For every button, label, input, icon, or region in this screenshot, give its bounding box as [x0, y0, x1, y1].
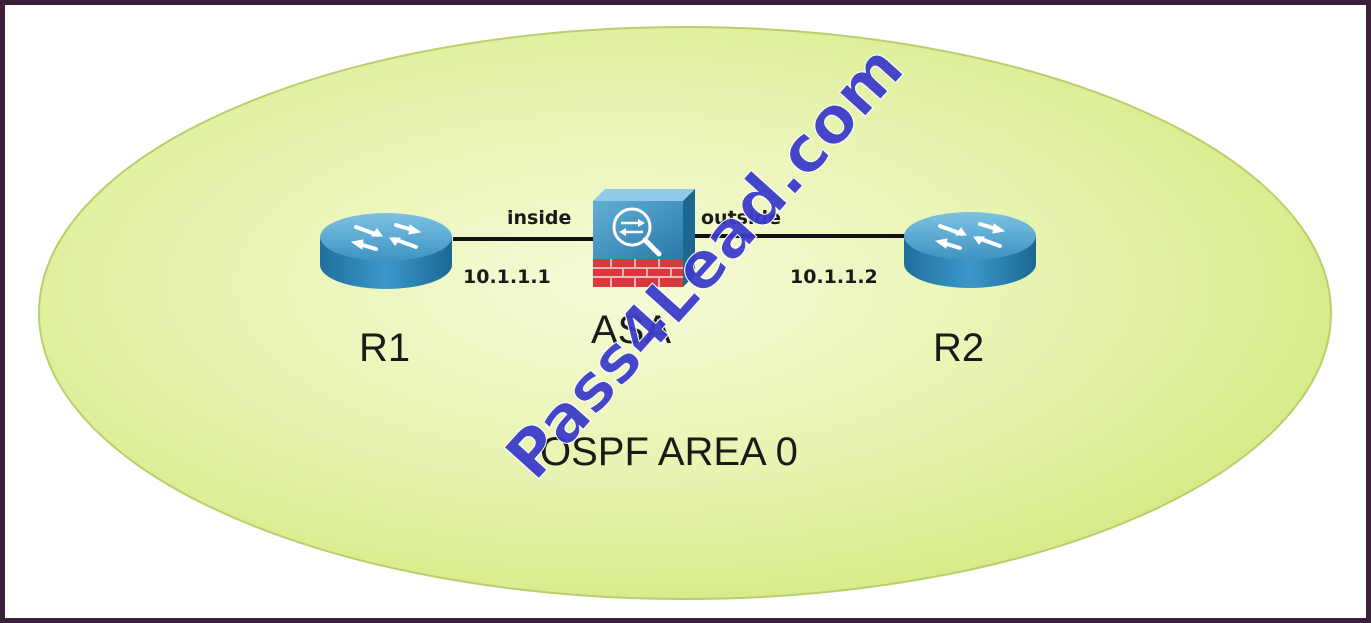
ospf-area-label: OSPF AREA 0 — [540, 430, 798, 474]
interface-outside-label: outside — [701, 207, 781, 229]
asa-firewall-icon — [593, 189, 695, 287]
ip-r1-side-label: 10.1.1.1 — [463, 266, 551, 288]
ip-r2-side-label: 10.1.1.2 — [790, 266, 878, 288]
ospf-area-ellipse — [38, 26, 1332, 600]
interface-inside-label: inside — [507, 207, 571, 229]
device-label-r2: R2 — [933, 326, 984, 370]
network-diagram: inside outside 10.1.1.1 10.1.1.2 R1 ASA … — [38, 26, 1332, 600]
router-r1-icon — [320, 213, 452, 289]
router-r2-icon — [904, 212, 1036, 288]
device-label-r1: R1 — [359, 326, 410, 370]
device-label-asa: ASA — [591, 308, 671, 352]
